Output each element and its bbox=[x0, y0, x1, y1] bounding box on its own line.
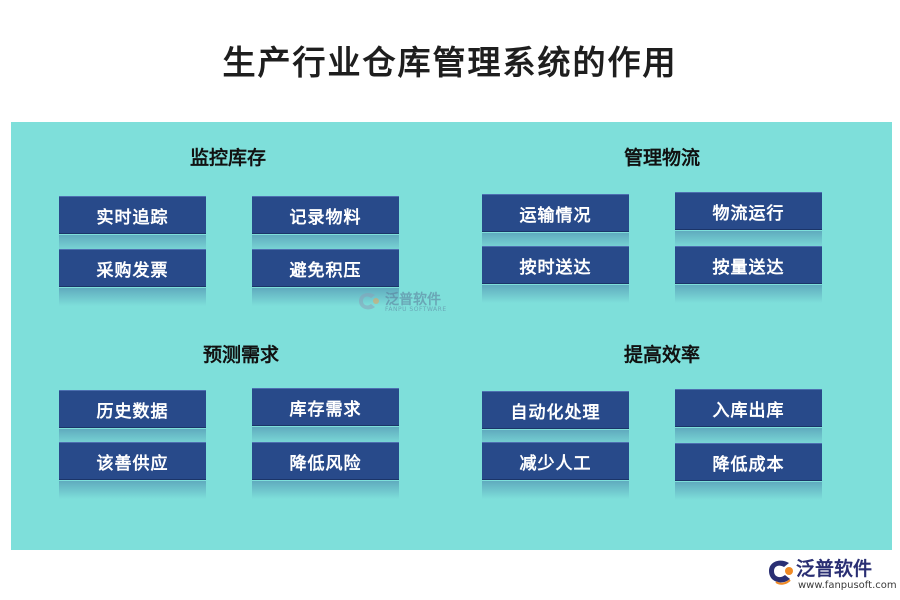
group-heading-forecast-demand: 预测需求 bbox=[202, 344, 279, 366]
brand-logo: 泛普软件 www.fanpusoft.com bbox=[766, 552, 897, 598]
fanpu-logo-icon bbox=[769, 560, 793, 585]
watermark: 泛普软件 FANPU SOFTWARE bbox=[355, 287, 455, 315]
item-box: 自动化处理 bbox=[482, 391, 629, 448]
group-heading-improve-efficiency: 提高效率 bbox=[623, 344, 700, 366]
item-box: 历史数据 bbox=[59, 390, 206, 447]
item-box: 实时追踪 bbox=[59, 196, 206, 253]
brand-name: 泛普软件 bbox=[796, 558, 873, 580]
item-box: 按时送达 bbox=[482, 246, 629, 303]
page-title: 生产行业仓库管理系统的作用 bbox=[222, 43, 678, 82]
group-heading-monitor-inventory: 监控库存 bbox=[189, 147, 266, 169]
group-heading-manage-logistics: 管理物流 bbox=[623, 147, 700, 169]
item-box: 运输情况 bbox=[482, 194, 629, 251]
watermark-subtitle: FANPU SOFTWARE bbox=[385, 306, 447, 313]
item-box: 记录物料 bbox=[252, 196, 399, 253]
watermark-name: 泛普软件 bbox=[385, 292, 441, 308]
item-box: 减少人工 bbox=[482, 442, 629, 499]
brand-url: www.fanpusoft.com bbox=[798, 580, 897, 591]
item-box: 降低成本 bbox=[675, 443, 822, 500]
item-box: 降低风险 bbox=[252, 442, 399, 499]
item-box: 避免积压 bbox=[252, 249, 399, 306]
item-box: 按量送达 bbox=[675, 246, 822, 303]
item-box: 库存需求 bbox=[252, 388, 399, 445]
item-box: 采购发票 bbox=[59, 249, 206, 306]
item-box: 入库出库 bbox=[675, 389, 822, 446]
item-box: 该善供应 bbox=[59, 442, 206, 499]
item-box: 物流运行 bbox=[675, 192, 822, 249]
fanpu-logo-icon bbox=[359, 293, 379, 310]
